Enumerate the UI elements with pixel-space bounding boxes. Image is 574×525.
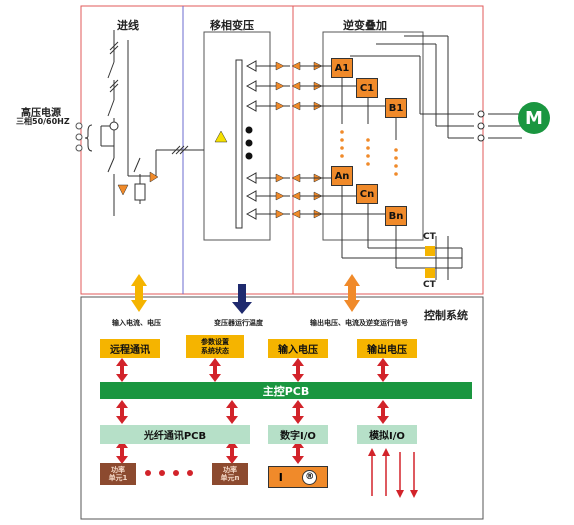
- orange-triangle-in-1: [117, 184, 129, 196]
- power-source-title: 高压电源: [21, 108, 61, 119]
- ct-label-2: CT: [423, 280, 436, 290]
- analog-io-lines: [371, 452, 415, 496]
- cell-an: An: [331, 166, 353, 186]
- output-voltage-box: 输出电压: [357, 339, 417, 358]
- signal-arrow-output: [344, 274, 360, 312]
- power-source-spec: 三相50/60HZ: [16, 117, 70, 126]
- ct-label-1: CT: [423, 232, 436, 242]
- cell-c1: C1: [356, 78, 378, 98]
- fiber-pcb-box: 光纤通讯PCB: [100, 425, 250, 444]
- ct-box-2: [425, 268, 435, 278]
- signal-label-temp: 变压器运行温度: [214, 319, 263, 327]
- power-unit-n: 功率 单元n: [212, 463, 248, 485]
- output-terminals: [477, 110, 485, 142]
- power-unit-n-line1: 功率: [223, 466, 237, 474]
- params-line1: 参数设置: [201, 337, 229, 346]
- cell-a1: A1: [331, 58, 353, 78]
- power-unit-1-line2: 单元1: [108, 474, 128, 482]
- arrester-symbol: [134, 183, 146, 201]
- inverter-box: [322, 31, 424, 241]
- primary-winding-triangle: [214, 130, 228, 143]
- bus-hash-top: [109, 41, 119, 93]
- signal-arrow-temp: [232, 284, 252, 314]
- power-unit-n-line2: 单元n: [220, 474, 240, 482]
- main-pcb-bar: 主控PCB: [100, 382, 472, 399]
- bus-hash: [171, 145, 189, 155]
- feeder-triangles: [275, 61, 323, 219]
- input-voltage-box: 输入电压: [268, 339, 328, 358]
- secondary-windings-bottom: [245, 172, 290, 220]
- power-unit-dots: [145, 470, 193, 476]
- digital-io-block: I ®: [268, 466, 328, 488]
- section-title-inverter: 逆变叠加: [343, 19, 387, 32]
- transformer-core: [235, 59, 243, 229]
- analog-io-heads: [368, 448, 418, 498]
- control-red-arrows: [116, 348, 389, 464]
- power-unit-1-line1: 功率: [111, 466, 125, 474]
- current-transformer-symbol: [109, 121, 119, 131]
- ct-box-1: [425, 246, 435, 256]
- signal-label-output: 输出电压、电流及逆变运行信号: [310, 319, 408, 327]
- cell-dots: [340, 130, 398, 176]
- cell-b1: B1: [385, 98, 407, 118]
- params-line2: 系统状态: [201, 346, 229, 355]
- section-title-phase-shift: 移相变压: [210, 19, 254, 32]
- source-brace: [84, 124, 93, 152]
- section-title-incoming: 进线: [117, 19, 139, 32]
- remote-comm-box: 远程通讯: [100, 339, 160, 358]
- io-i-label: I: [278, 470, 283, 484]
- section-title-control: 控制系统: [424, 309, 468, 322]
- digital-io-box: 数字I/O: [268, 425, 328, 444]
- motor-icon: M: [518, 102, 550, 134]
- orange-triangle-in-2: [149, 171, 159, 183]
- cell-cn: Cn: [356, 184, 378, 204]
- inverter-wiring: [341, 35, 522, 280]
- transformer-box: [203, 31, 271, 241]
- analog-io-box: 模拟I/O: [357, 425, 417, 444]
- params-box: 参数设置 系统状态: [186, 335, 244, 358]
- io-r-icon: ®: [302, 469, 318, 485]
- transformer-dots: [245, 126, 253, 160]
- signal-arrow-input: [131, 274, 147, 312]
- source-terminals: [75, 122, 83, 152]
- signal-label-input: 输入电流、电压: [112, 319, 161, 327]
- power-unit-1: 功率 单元1: [100, 463, 136, 485]
- cell-bn: Bn: [385, 206, 407, 226]
